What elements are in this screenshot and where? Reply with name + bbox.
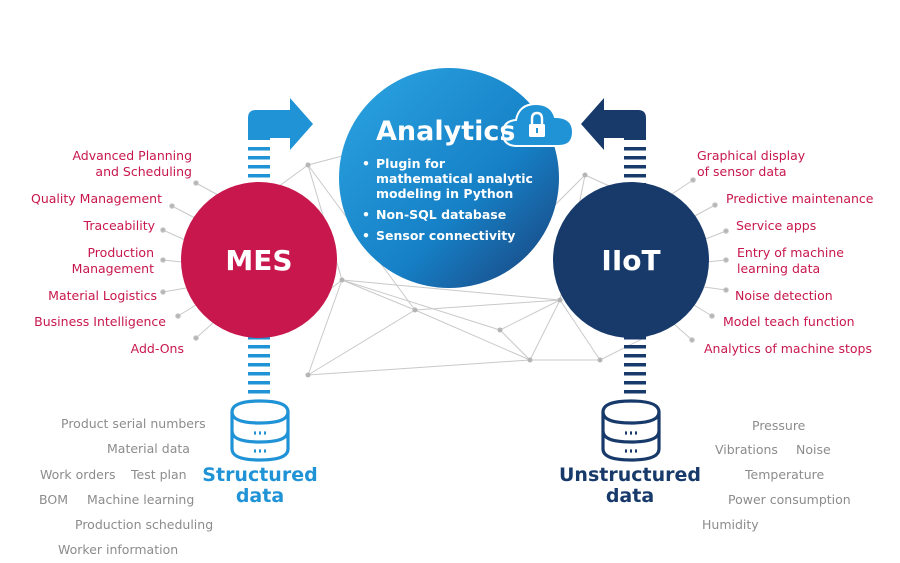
analytics-bullet: Plugin for mathematical analytic modelin…: [362, 156, 546, 201]
iiot-title: IIoT: [601, 244, 661, 277]
structured-item: Production scheduling: [75, 517, 214, 532]
iiot-connectors: [671, 177, 729, 343]
arrow-icon: [248, 98, 313, 150]
iiot-function: Predictive maintenance: [726, 191, 874, 206]
database-icon: [601, 399, 661, 462]
unstructured-item: Temperature: [745, 467, 825, 482]
structured-item: Worker information: [58, 542, 179, 557]
structured-title-line: data: [235, 485, 285, 507]
unstructured-title-line: Unstructured: [559, 464, 701, 486]
iiot-circle: [553, 182, 709, 338]
mes-function: Advanced Planning and Scheduling: [72, 148, 192, 179]
iiot-function: Analytics of machine stops: [704, 341, 872, 356]
analytics-bullet: Sensor connectivity: [362, 228, 546, 243]
unstructured-item: Vibrations: [715, 442, 778, 457]
unstructured-item: Power consumption: [728, 492, 851, 507]
unstructured-data-title: Unstructured data: [555, 465, 705, 507]
mes-function: Quality Management: [31, 191, 162, 206]
iiot-function: Model teach function: [723, 314, 855, 329]
iiot-function: Graphical display of sensor data: [697, 148, 806, 179]
database-icon: [230, 399, 290, 462]
mes-function: Material Logistics: [48, 288, 157, 303]
structured-item: Work orders: [40, 467, 116, 482]
unstructured-item: Humidity: [702, 517, 759, 532]
iiot-function: Service apps: [736, 218, 817, 233]
unstructured-item: Pressure: [752, 418, 806, 433]
mes-title: MES: [225, 244, 293, 277]
structured-data-title: Structured data: [190, 465, 330, 507]
mes-function: Business Intelligence: [34, 314, 166, 329]
structured-title-line: Structured: [202, 464, 318, 486]
cloud-lock-icon: [501, 102, 575, 147]
network-nodes: [305, 162, 603, 378]
structured-item: Machine learning: [87, 492, 195, 507]
analytics-title: Analytics: [376, 116, 516, 147]
arrow-icon: [581, 98, 646, 150]
mes-function: Production Management: [71, 245, 154, 276]
unstructured-title-line: data: [605, 485, 655, 507]
iiot-function: Noise detection: [735, 288, 833, 303]
mes-function: Add-Ons: [130, 341, 184, 356]
iiot-function: Entry of machine learning data: [737, 245, 844, 276]
mes-function: Traceability: [83, 218, 155, 233]
mes-connectors: [160, 180, 219, 341]
structured-item: Material data: [107, 441, 190, 456]
structured-item: BOM: [39, 492, 68, 507]
structured-item: Test plan: [131, 467, 187, 482]
analytics-bullet-list: Plugin for mathematical analytic modelin…: [362, 156, 546, 249]
analytics-bullet: Non-SQL database: [362, 207, 546, 222]
unstructured-item: Noise: [796, 442, 831, 457]
mes-circle: [181, 182, 337, 338]
structured-item: Product serial numbers: [61, 416, 206, 431]
